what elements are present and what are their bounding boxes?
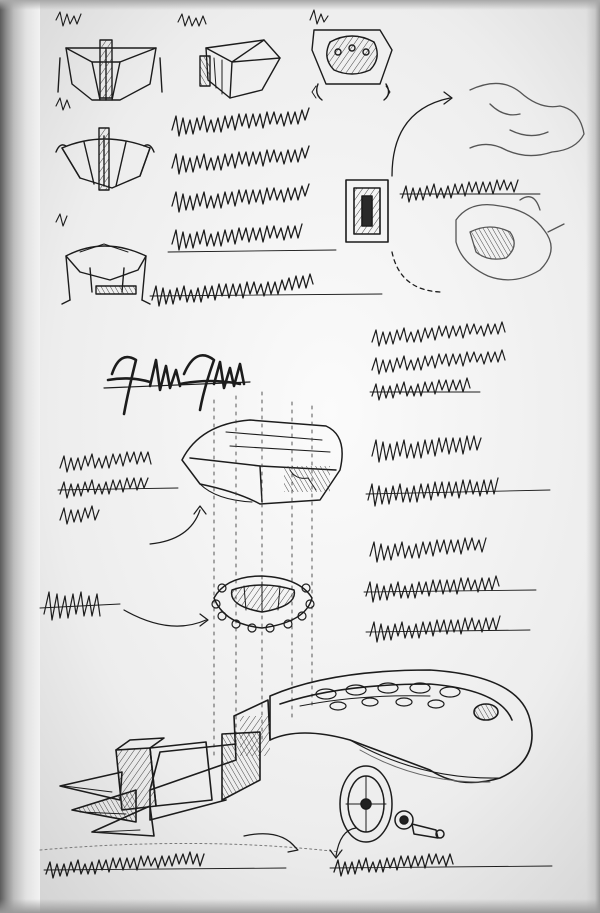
gem-sketch-chain [311, 29, 393, 101]
page-edge-bottom [0, 899, 600, 913]
arrow-lid [149, 505, 207, 545]
arrow-bottom-loop [243, 827, 357, 859]
wheel-part-sketch [339, 765, 445, 843]
arrow-loop-top [391, 91, 453, 293]
handwriting-block-top [149, 107, 383, 307]
hand-sketch [455, 82, 585, 281]
page-edge-right [586, 0, 600, 913]
arrow-gem [123, 609, 209, 627]
page-edge-top [0, 0, 600, 10]
gem-sketch-front [57, 39, 163, 101]
gem-sketch-angle [199, 39, 281, 99]
gem-sketch-crown [55, 127, 155, 191]
handwriting-block-right [363, 321, 551, 643]
device-main-sketch [39, 669, 533, 853]
handwriting-block-left [39, 451, 179, 621]
case-lid-sketch [181, 419, 343, 505]
book-spine [0, 0, 40, 913]
gem-sketch-prongs [61, 243, 151, 305]
handwriting-lock-note [399, 179, 541, 203]
construction-lines [213, 391, 313, 761]
handwriting-block-bottom [43, 851, 553, 879]
top-gem-labels [55, 9, 329, 227]
gem-chain-sketch [211, 575, 315, 633]
calligraphy-title [103, 354, 251, 416]
padlock-icon [345, 179, 389, 243]
